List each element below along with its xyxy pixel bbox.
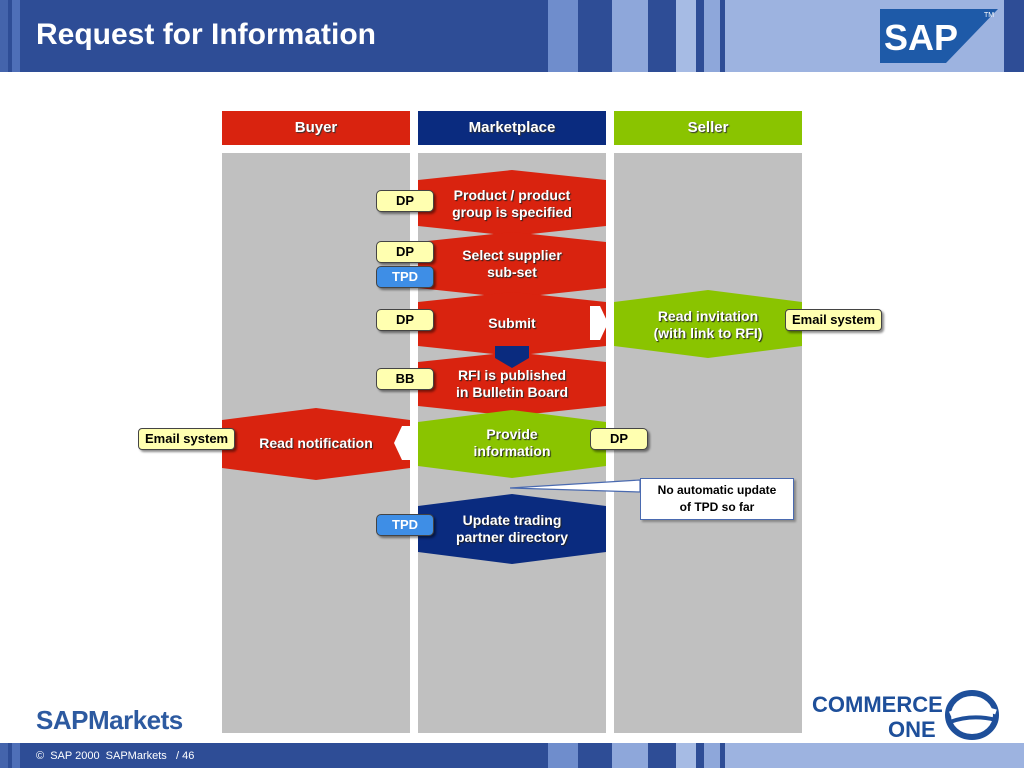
tag-tpd-update: TPD — [376, 514, 434, 536]
tag-dp-select: DP — [376, 241, 434, 263]
step-update-tpd-label: Update trading partner directory — [455, 512, 569, 545]
step-read-notification-shape — [222, 408, 410, 480]
note-no-automatic-update: No automatic update of TPD so far — [640, 478, 794, 520]
title-bar: Request for Information SAP TM — [0, 0, 1024, 72]
step-select-shape — [418, 232, 606, 298]
arrow-provide-to-buyer — [394, 426, 412, 460]
step-read-invitation-shape — [614, 290, 802, 358]
step-update-tpd-shape — [418, 494, 606, 564]
step-read-invitation-label: Read invitation (with link to RFI) — [653, 308, 763, 341]
tag-dp-provide: DP — [590, 428, 648, 450]
tag-dp-submit: DP — [376, 309, 434, 331]
step-select-label: Select supplier sub-set — [462, 247, 562, 280]
step-product-shape — [418, 170, 606, 236]
tag-tpd-select: TPD — [376, 266, 434, 288]
step-product-label: Product / product group is specified — [452, 187, 572, 220]
step-read-notification-label: Read notification — [259, 435, 373, 451]
lane-header-marketplace: Marketplace — [418, 111, 606, 145]
trademark: TM — [984, 12, 994, 19]
step-rfi-published-label: RFI is published in Bulletin Board — [456, 367, 568, 400]
sapmarkets-logo: SAPMarkets — [36, 705, 183, 735]
buyer-email-system: Email system — [138, 428, 236, 450]
commerce-one-line2: ONE — [888, 717, 936, 742]
step-submit-label: Submit — [488, 315, 536, 331]
sap-logo-text: SAP — [884, 17, 958, 58]
arrow-down-icon — [495, 346, 529, 368]
sap-logo: SAP TM — [880, 9, 998, 63]
page-title: Request for Information — [36, 18, 377, 51]
step-submit-shape — [418, 292, 606, 356]
step-rfi-published-shape — [418, 352, 606, 416]
step-provide-info-label: Provide information — [473, 426, 551, 459]
commerce-one-line1: COMMERCE — [812, 692, 943, 717]
lane-header-seller: Seller — [614, 111, 802, 145]
arrow-submit-to-seller — [590, 306, 608, 340]
lane-header-buyer: Buyer — [222, 111, 410, 145]
seller-email-system: Email system — [785, 309, 883, 331]
step-provide-info-shape — [418, 410, 606, 478]
footer-bar: © SAP 2000 SAPMarkets / 46 — [0, 743, 1024, 768]
footer-text: © SAP 2000 SAPMarkets / 46 — [36, 750, 195, 762]
tag-bb-rfi: BB — [376, 368, 434, 390]
commerce-one-logo: COMMERCE ONE — [812, 690, 999, 742]
tag-dp-product: DP — [376, 190, 434, 212]
note-pointer — [510, 479, 641, 493]
